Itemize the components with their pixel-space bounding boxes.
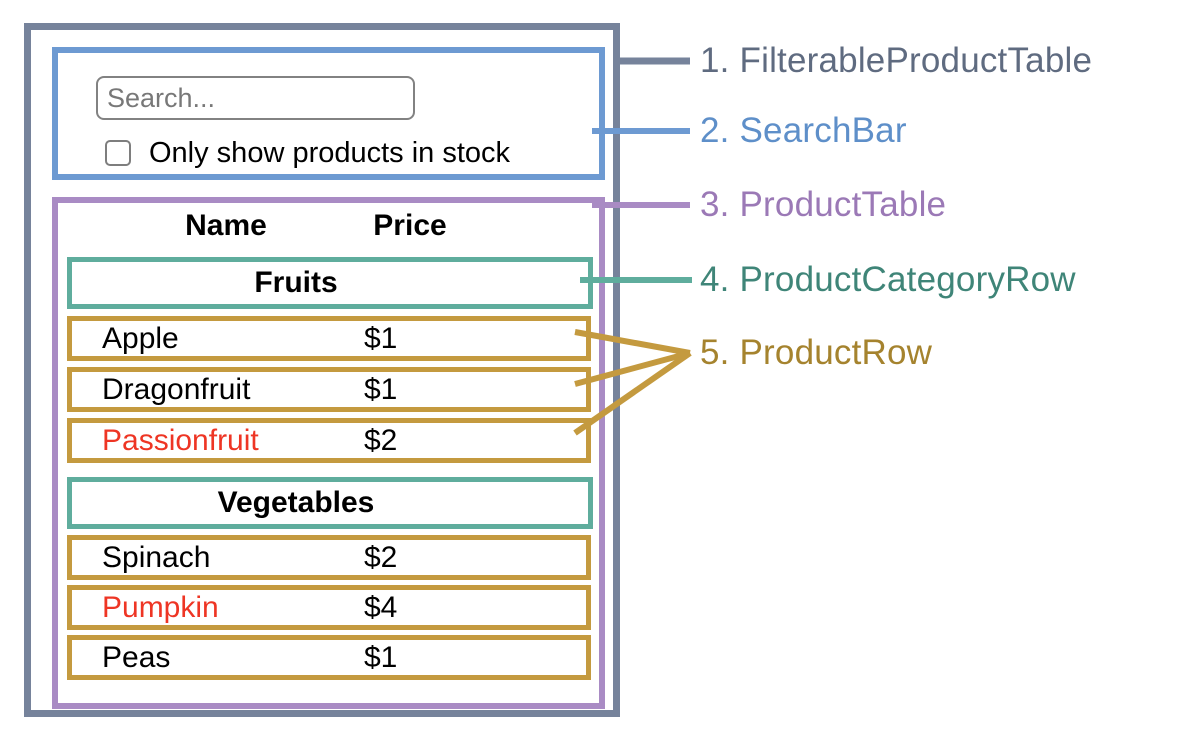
category-label: Vegetables bbox=[217, 486, 375, 519]
search-bar-box: Only show products in stock bbox=[52, 47, 605, 180]
legend-product-category-row: 4. ProductCategoryRow bbox=[700, 260, 1076, 299]
in-stock-checkbox[interactable] bbox=[105, 140, 131, 166]
product-row-peas: Peas $1 bbox=[67, 635, 591, 680]
product-name: Apple bbox=[102, 322, 179, 355]
product-price: $1 bbox=[364, 641, 398, 674]
product-name: Spinach bbox=[102, 541, 211, 574]
legend-product-table: 3. ProductTable bbox=[700, 185, 947, 224]
product-price: $2 bbox=[364, 541, 398, 574]
filterable-product-table-box: Only show products in stock Name Price F… bbox=[24, 23, 620, 717]
product-name: Pumpkin bbox=[102, 591, 219, 624]
product-row-dragonfruit: Dragonfruit $1 bbox=[67, 367, 591, 412]
product-name: Peas bbox=[102, 641, 171, 674]
product-name: Passionfruit bbox=[102, 424, 259, 457]
category-label: Fruits bbox=[254, 266, 338, 299]
legend-filterable-product-table: 1. FilterableProductTable bbox=[700, 41, 1093, 80]
product-row-passionfruit: Passionfruit $2 bbox=[67, 418, 591, 463]
category-row-vegetables: Vegetables bbox=[67, 477, 593, 529]
search-input[interactable] bbox=[96, 76, 415, 120]
product-price: $2 bbox=[364, 424, 398, 457]
product-row-spinach: Spinach $2 bbox=[67, 535, 591, 580]
column-header-price: Price bbox=[373, 209, 447, 242]
product-price: $1 bbox=[364, 322, 398, 355]
product-price: $4 bbox=[364, 591, 398, 624]
in-stock-checkbox-label: Only show products in stock bbox=[149, 137, 511, 169]
category-row-fruits: Fruits bbox=[67, 257, 593, 309]
column-header-name: Name bbox=[185, 209, 267, 242]
product-row-pumpkin: Pumpkin $4 bbox=[67, 585, 591, 630]
legend-search-bar: 2. SearchBar bbox=[700, 111, 907, 150]
legend-product-row: 5. ProductRow bbox=[700, 333, 933, 372]
product-table-box: Name Price Fruits Apple $1 Dragonfruit $… bbox=[52, 197, 605, 709]
product-name: Dragonfruit bbox=[102, 373, 251, 406]
product-row-apple: Apple $1 bbox=[67, 316, 591, 361]
product-price: $1 bbox=[364, 373, 398, 406]
